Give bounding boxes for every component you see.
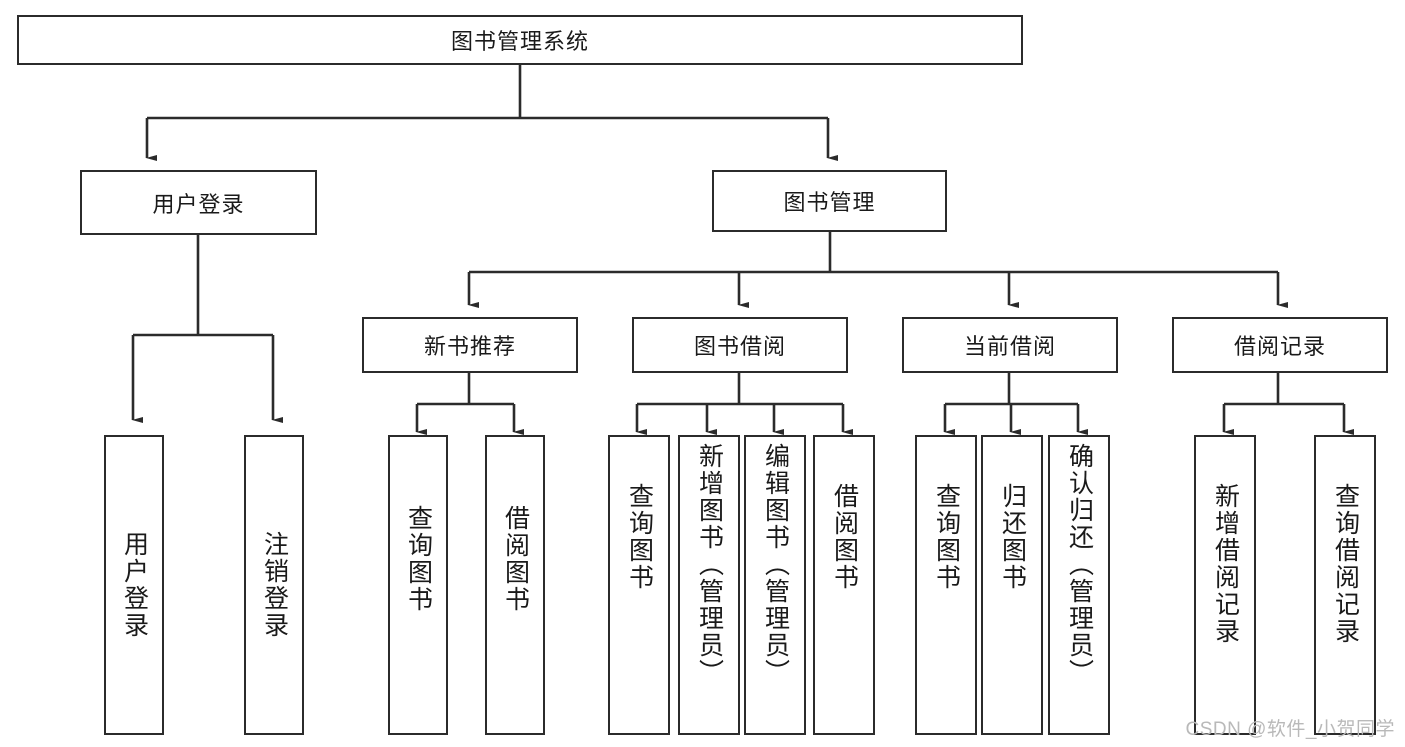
node-label: 查询图书 (404, 505, 433, 613)
node-book-borrow[interactable]: 图书借阅 (632, 317, 848, 373)
node-borrow-record[interactable]: 借阅记录 (1172, 317, 1388, 373)
node-leaf-return-book[interactable]: 归还图书 (981, 435, 1043, 735)
node-label: 确认归还（管理员） (1065, 443, 1094, 686)
node-book-manage[interactable]: 图书管理 (712, 170, 947, 232)
node-leaf-add-borrow-record[interactable]: 新增借阅记录 (1194, 435, 1256, 735)
node-current-borrow[interactable]: 当前借阅 (902, 317, 1118, 373)
node-leaf-edit-book[interactable]: 编辑图书（管理员） (744, 435, 806, 735)
node-leaf-borrow-book-2[interactable]: 借阅图书 (813, 435, 875, 735)
node-leaf-borrow-book-1[interactable]: 借阅图书 (485, 435, 545, 735)
node-label: 注销登录 (260, 531, 289, 639)
node-label: 查询图书 (625, 483, 654, 591)
node-label: 用户登录 (120, 531, 149, 639)
node-leaf-user-login[interactable]: 用户登录 (104, 435, 164, 735)
node-leaf-logout-login[interactable]: 注销登录 (244, 435, 304, 735)
node-user-login[interactable]: 用户登录 (80, 170, 317, 235)
node-leaf-add-book[interactable]: 新增图书（管理员） (678, 435, 740, 735)
watermark-text: CSDN @软件_小贺同学 (1185, 719, 1395, 740)
node-label: 查询图书 (932, 483, 961, 591)
node-new-book-recommend[interactable]: 新书推荐 (362, 317, 578, 373)
node-root[interactable]: 图书管理系统 (17, 15, 1023, 65)
node-label: 编辑图书（管理员） (761, 443, 790, 686)
node-label: 新增借阅记录 (1211, 483, 1240, 645)
node-label: 借阅图书 (501, 505, 530, 613)
node-leaf-query-book-3[interactable]: 查询图书 (915, 435, 977, 735)
node-leaf-query-book-2[interactable]: 查询图书 (608, 435, 670, 735)
node-label: 归还图书 (998, 483, 1027, 591)
node-label: 新增图书（管理员） (695, 443, 724, 686)
node-leaf-confirm-return[interactable]: 确认归还（管理员） (1048, 435, 1110, 735)
node-label: 借阅图书 (830, 483, 859, 591)
node-label: 查询借阅记录 (1331, 483, 1360, 645)
node-leaf-query-book-1[interactable]: 查询图书 (388, 435, 448, 735)
node-leaf-query-borrow-record[interactable]: 查询借阅记录 (1314, 435, 1376, 735)
